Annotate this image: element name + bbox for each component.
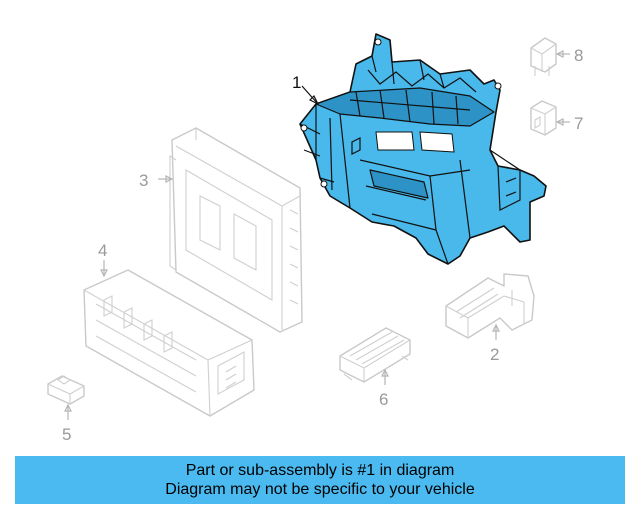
part-8-relay[interactable]: 8 — [530, 37, 583, 76]
part-2-bracket[interactable]: 2 — [445, 273, 535, 364]
part-6-holder[interactable]: 6 — [339, 327, 411, 409]
callout-8: 8 — [574, 46, 583, 65]
parts-diagram: 8 7 3 4 5 — [47, 33, 583, 444]
part-5-fuse[interactable]: 5 — [47, 375, 85, 444]
callout-2: 2 — [490, 345, 499, 364]
part-4-junction-box[interactable]: 4 — [83, 241, 255, 417]
callout-6: 6 — [379, 390, 388, 409]
callout-5: 5 — [62, 425, 71, 444]
callout-4: 4 — [98, 241, 107, 260]
callout-7: 7 — [574, 114, 583, 133]
banner-line-2: Diagram may not be specific to your vehi… — [165, 481, 475, 498]
diagram-notice-banner: Part or sub-assembly is #1 in diagram Di… — [15, 456, 625, 504]
part-3-module[interactable]: 3 — [139, 127, 303, 333]
part-7-relay[interactable]: 7 — [530, 100, 583, 136]
callout-3: 3 — [139, 171, 148, 190]
callout-1: 1 — [292, 73, 301, 92]
banner-line-1: Part or sub-assembly is #1 in diagram — [185, 462, 455, 479]
part-1-housing-highlighted[interactable]: 1 — [292, 33, 547, 265]
